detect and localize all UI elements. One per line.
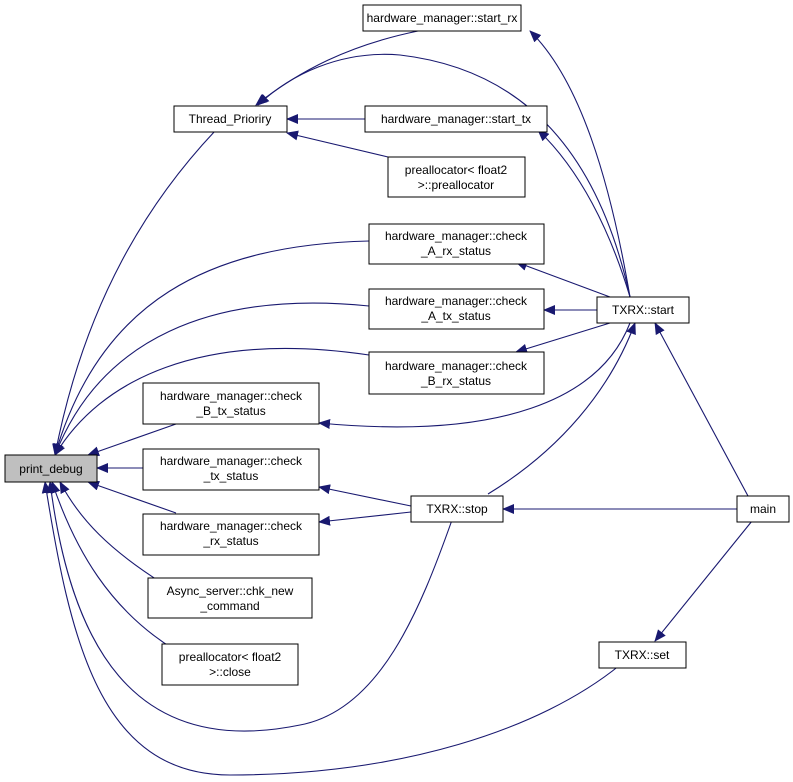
- node-hm-check-tx-label-line1: hardware_manager::check: [160, 454, 303, 468]
- edge-txrx-stop-to-print-debug: [46, 481, 453, 732]
- node-hm-check-tx-box: [142, 448, 320, 491]
- node-txrx-set[interactable]: TXRX::set: [598, 641, 687, 669]
- node-thread-prioriry[interactable]: Thread_Prioriry: [173, 105, 288, 133]
- node-txrx-stop-box: [410, 495, 504, 523]
- node-thread-prioriry-box: [173, 105, 288, 133]
- edge-txrx-start-to-check-a-rx: [515, 261, 611, 298]
- node-hm-check-rx[interactable]: hardware_manager::check _rx_status: [142, 513, 320, 556]
- node-async-chk[interactable]: Async_server::chk_new _command: [147, 577, 313, 619]
- node-txrx-start[interactable]: TXRX::start: [596, 296, 690, 324]
- node-hm-check-b-tx-label-line2: _B_tx_status: [195, 404, 265, 418]
- node-hm-check-b-tx[interactable]: hardware_manager::check _B_tx_status: [142, 382, 320, 425]
- edge-txrx-start-to-start-tx: [537, 129, 631, 298]
- node-async-chk-box: [147, 577, 313, 619]
- edges: [41, 30, 753, 776]
- node-hm-start-tx-label: hardware_manager::start_tx: [381, 112, 531, 126]
- node-thread-prioriry-label: Thread_Prioriry: [189, 112, 272, 126]
- node-hm-check-rx-box: [142, 513, 320, 556]
- node-hm-check-rx-label-line1: hardware_manager::check: [160, 519, 303, 533]
- edge-txrx-start-to-start-rx: [529, 30, 631, 298]
- node-prealloc-ctor-label-line2: >::preallocator: [418, 178, 494, 192]
- node-hm-check-a-rx-label-line1: hardware_manager::check: [385, 229, 528, 243]
- node-hm-check-rx-label-line2: _rx_status: [202, 534, 258, 548]
- node-prealloc-close-label-line2: >::close: [209, 665, 251, 679]
- edge-thread-prioriry-to-print-debug: [52, 130, 216, 456]
- node-hm-start-tx-box: [364, 105, 548, 133]
- node-txrx-set-box: [598, 641, 687, 669]
- node-prealloc-ctor-box: [387, 156, 526, 198]
- node-hm-check-tx-label-line2: _tx_status: [203, 469, 259, 483]
- node-hm-check-b-tx-box: [142, 382, 320, 425]
- edge-txrx-stop-to-check-tx: [318, 484, 412, 507]
- node-hm-check-b-rx-box: [368, 351, 545, 395]
- node-hm-check-b-rx-label-line2: _B_rx_status: [420, 374, 491, 388]
- node-hm-start-rx[interactable]: hardware_manager::start_rx: [362, 4, 522, 32]
- node-prealloc-close-label-line1: preallocator< float2: [179, 650, 282, 664]
- edge-check-b-rx-to-print-debug: [54, 348, 370, 456]
- node-hm-check-a-rx-box: [368, 223, 545, 265]
- node-txrx-start-box: [596, 296, 690, 324]
- node-hm-check-b-rx[interactable]: hardware_manager::check _B_rx_status: [368, 351, 545, 395]
- node-txrx-start-label: TXRX::start: [612, 303, 675, 317]
- node-prealloc-ctor[interactable]: preallocator< float2 >::preallocator: [387, 156, 526, 198]
- node-prealloc-close-box: [161, 643, 299, 686]
- node-hm-check-a-tx[interactable]: hardware_manager::check _A_tx_status: [368, 288, 545, 330]
- node-async-chk-label-line1: Async_server::chk_new: [167, 584, 294, 598]
- node-async-chk-label-line2: _command: [199, 599, 259, 613]
- node-txrx-stop[interactable]: TXRX::stop: [410, 495, 504, 523]
- node-hm-check-a-tx-box: [368, 288, 545, 330]
- node-hm-start-tx[interactable]: hardware_manager::start_tx: [364, 105, 548, 133]
- edge-check-rx-to-print-debug: [87, 480, 177, 514]
- node-hm-check-b-tx-label-line1: hardware_manager::check: [160, 389, 303, 403]
- node-print-debug[interactable]: print_debug: [4, 454, 98, 483]
- node-main-box: [736, 495, 790, 523]
- edge-main-to-txrx-set: [654, 520, 753, 642]
- node-print-debug-box: [4, 454, 98, 483]
- node-hm-check-b-rx-label-line1: hardware_manager::check: [385, 359, 528, 373]
- node-hm-check-a-rx-label-line2: _A_rx_status: [420, 244, 491, 258]
- edge-txrx-start-to-thread-prioriry: [257, 53, 631, 298]
- nodes: print_debug Thread_Prioriry hardware_man…: [4, 4, 790, 686]
- node-hm-check-a-tx-label-line2: _A_tx_status: [420, 309, 490, 323]
- edge-check-a-tx-to-print-debug: [54, 302, 370, 456]
- edge-prealloc-ctor-to-thread-prioriry: [286, 130, 389, 158]
- node-hm-check-tx[interactable]: hardware_manager::check _tx_status: [142, 448, 320, 491]
- edge-txrx-stop-to-txrx-start: [487, 322, 636, 495]
- edge-start-rx-to-thread-prioriry: [255, 30, 419, 106]
- node-prealloc-close[interactable]: preallocator< float2 >::close: [161, 643, 299, 686]
- node-txrx-set-label: TXRX::set: [615, 648, 670, 662]
- node-txrx-stop-label: TXRX::stop: [426, 502, 488, 516]
- edge-prealloc-close-to-print-debug: [50, 481, 176, 651]
- edge-txrx-set-to-print-debug: [41, 481, 621, 776]
- node-hm-start-rx-label: hardware_manager::start_rx: [367, 11, 518, 25]
- edge-check-a-rx-to-print-debug: [53, 240, 370, 456]
- node-main[interactable]: main: [736, 495, 790, 523]
- edge-txrx-start-to-check-b-tx: [318, 322, 631, 430]
- edge-txrx-start-to-check-b-rx: [515, 322, 611, 354]
- edge-main-to-txrx-start: [654, 322, 749, 497]
- edge-async-chk-to-print-debug: [59, 481, 163, 584]
- node-hm-start-rx-box: [362, 4, 522, 32]
- edge-check-b-tx-to-print-debug: [87, 423, 177, 457]
- node-prealloc-ctor-label-line1: preallocator< float2: [405, 163, 508, 177]
- edge-txrx-stop-to-check-rx: [318, 511, 412, 526]
- node-hm-check-a-rx[interactable]: hardware_manager::check _A_rx_status: [368, 223, 545, 265]
- node-main-label: main: [750, 502, 776, 516]
- node-print-debug-label: print_debug: [19, 462, 82, 476]
- node-hm-check-a-tx-label-line1: hardware_manager::check: [385, 294, 528, 308]
